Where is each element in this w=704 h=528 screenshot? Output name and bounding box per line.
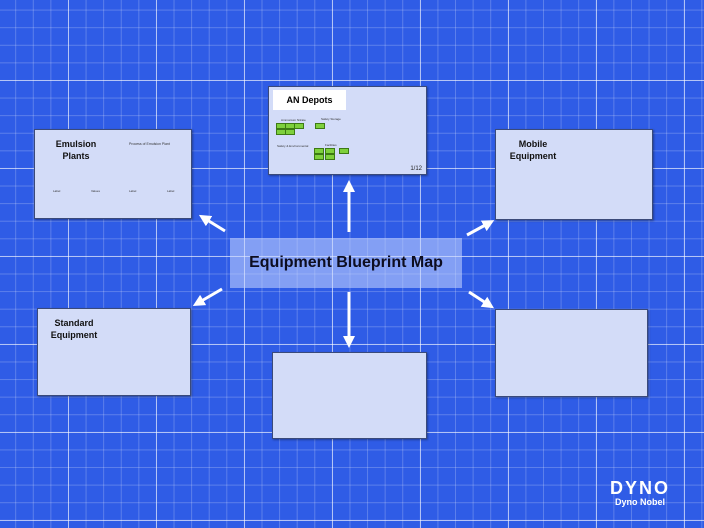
an-depots-sub-label: Facilities [325,143,337,147]
column-label: Label [129,189,137,193]
standard-equipment-card[interactable]: Standard Equipment [37,308,191,396]
column-label: Values [91,189,100,193]
green-block [314,154,324,160]
emulsion-plants-label: Emulsion Plants [55,139,97,161]
bottom-center-card[interactable] [272,352,427,439]
an-depots-sub-label: Ammonium Nitrate [281,118,306,122]
arrow-to-mobile-equipment [466,220,495,237]
arrow-to-emulsion-plants [198,214,226,233]
map-title: Equipment Blueprint Map [249,254,443,271]
an-depots-sub-label: Safety Storage [321,117,341,121]
green-block [315,123,325,129]
logo-mark: DYNO [609,478,670,498]
page-number: 1/12 [410,166,422,172]
emulsion-plants-card[interactable]: Emulsion Plants Process of Emulsion Plan… [34,129,192,219]
logo-name: Dyno Nobel [614,497,665,507]
dyno-nobel-logo: DYNO Dyno Nobel [610,479,670,508]
emulsion-plants-header: Process of Emulsion Plant [129,142,170,146]
green-block [325,148,335,154]
green-block [325,154,335,160]
arrow-to-standard-equipment [192,287,223,307]
standard-equipment-label: Standard Equipment [50,318,98,340]
mobile-equipment-label: Mobile Equipment [509,139,557,161]
an-depots-sub-label: Safety & Environmental [277,144,309,148]
mobile-equipment-card[interactable]: Mobile Equipment [495,129,653,220]
green-block [339,148,349,154]
column-label: Label [167,189,175,193]
green-block [294,123,304,129]
arrow-to-bottom-right [468,290,495,309]
bottom-right-card[interactable] [495,309,648,397]
central-title-box: Equipment Blueprint Map [230,238,462,288]
green-block [285,129,295,135]
an-depots-label: AN Depots [273,90,346,110]
green-block [314,148,324,154]
column-label: Label [53,189,61,193]
